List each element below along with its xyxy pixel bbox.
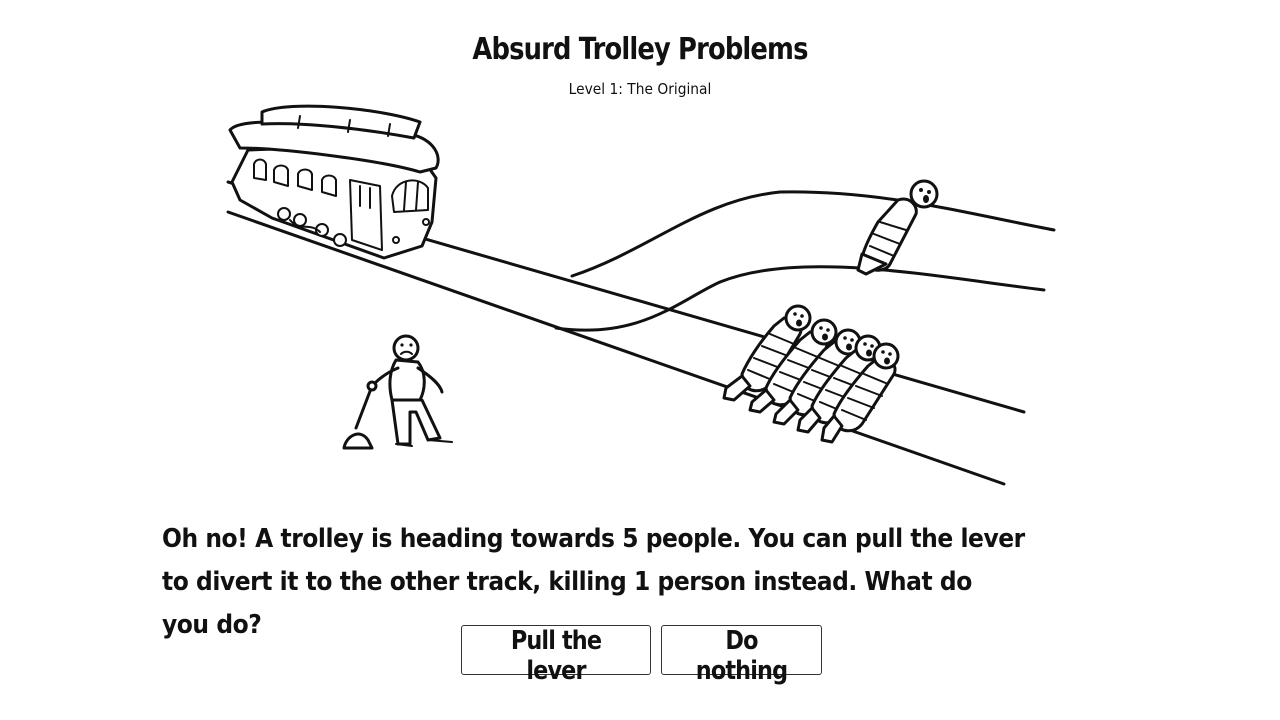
scenario-prompt: Oh no! A trolley is heading towards 5 pe… <box>162 524 1025 640</box>
do-nothing-label: Do nothing <box>695 626 788 686</box>
tied-person <box>748 318 838 414</box>
lever <box>342 380 378 450</box>
tied-person <box>772 328 862 426</box>
side-track <box>554 190 1056 332</box>
do-nothing-button[interactable]: Do nothing <box>661 625 822 686</box>
pull-lever-label: Pull the lever <box>510 626 602 686</box>
level-subtitle: Level 1: The Original <box>568 80 712 98</box>
person-side-track <box>856 179 939 276</box>
trolley <box>228 104 440 260</box>
page-title: Absurd Trolley Problems <box>472 32 808 67</box>
tied-person <box>796 334 882 434</box>
tied-person <box>722 304 812 402</box>
tied-person <box>820 342 900 444</box>
people-main-track <box>722 304 900 444</box>
lever-operator <box>372 334 453 447</box>
choice-buttons: Pull the lever Do nothing <box>461 625 822 686</box>
pull-lever-button[interactable]: Pull the lever <box>461 625 651 686</box>
